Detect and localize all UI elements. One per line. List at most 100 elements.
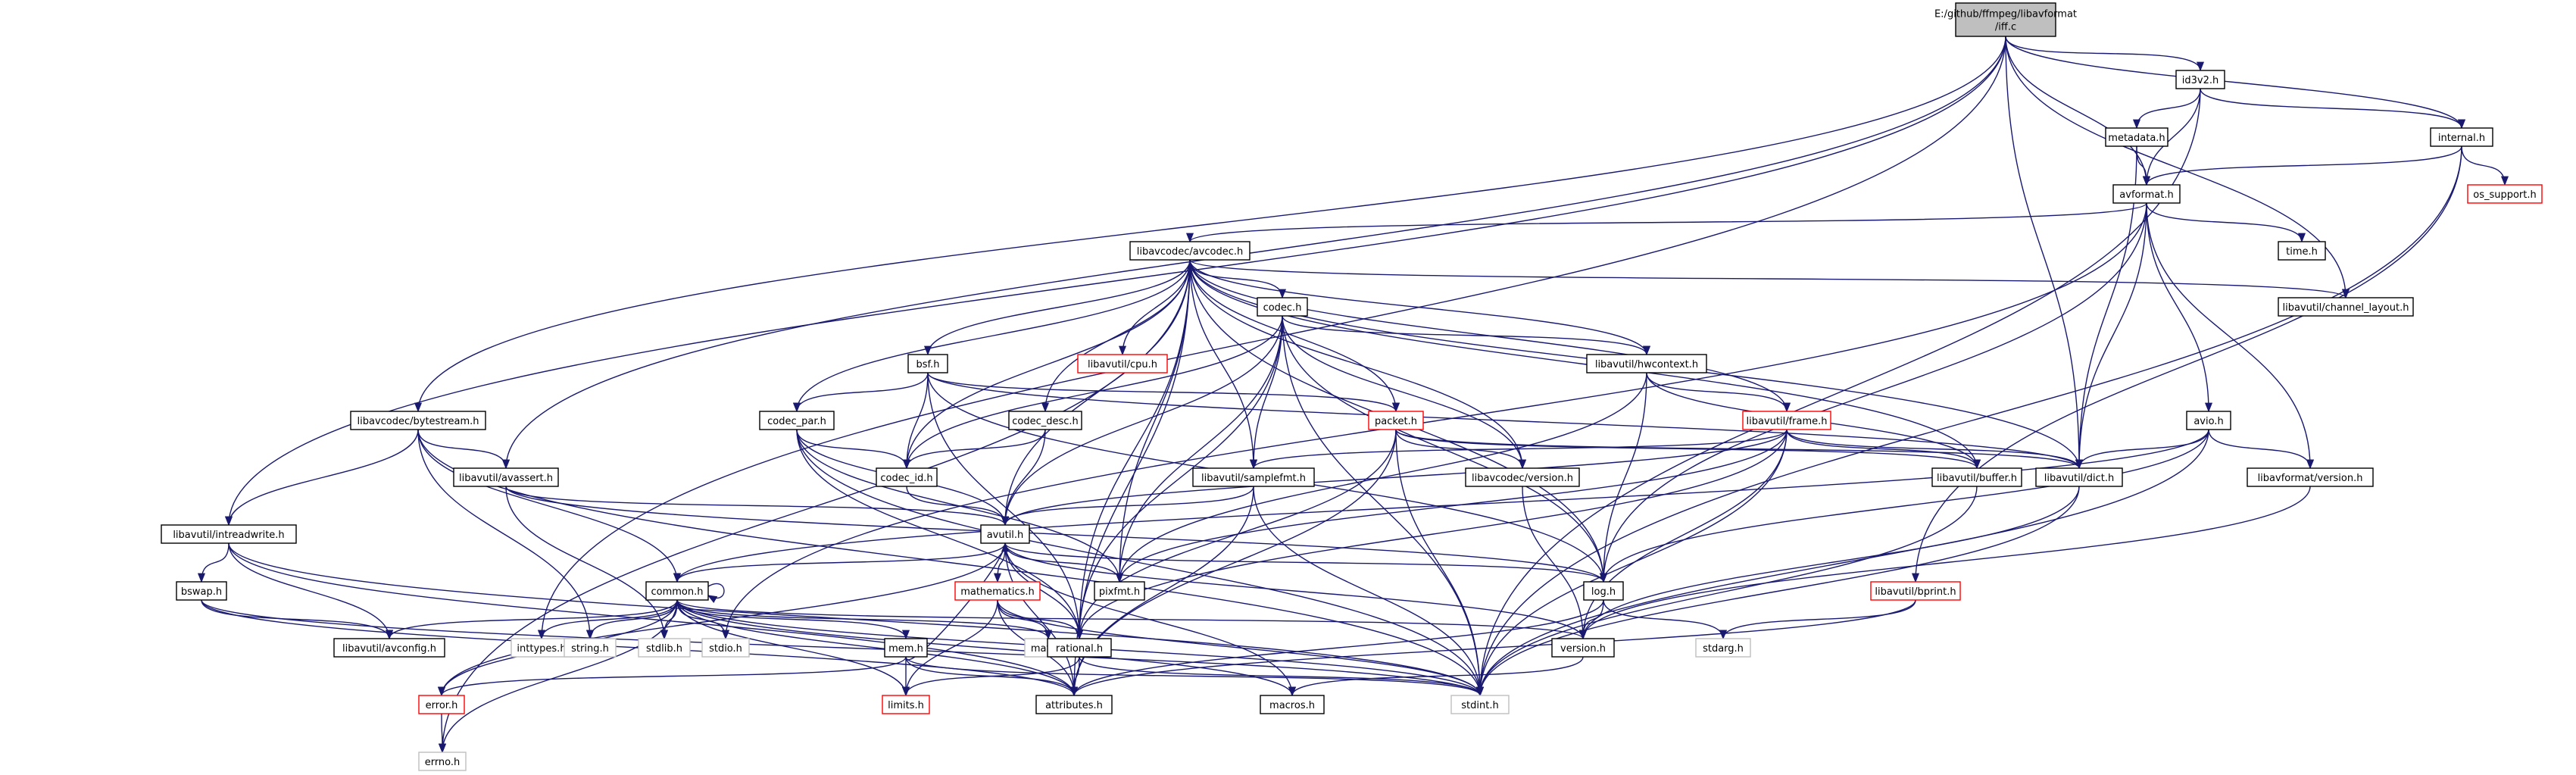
node-label-lavf_version: libavformat/version.h — [2258, 473, 2363, 484]
node-label-samplefmt: libavutil/samplefmt.h — [1201, 473, 1306, 484]
node-lavc_version[interactable]: libavcodec/version.h — [1465, 467, 1580, 487]
node-label-codec_desc: codec_desc.h — [1012, 416, 1079, 427]
node-avformat[interactable]: avformat.h — [2112, 184, 2181, 204]
edge-avcodec-to-rational — [1075, 259, 1191, 640]
edge-common-to-math — [676, 599, 1052, 640]
edge-frame-to-stdint — [1475, 429, 1788, 697]
node-rational[interactable]: rational.h — [1047, 638, 1112, 658]
node-box-lavc_version — [1465, 467, 1580, 487]
edge-intreadwrite-to-attributes — [228, 542, 1078, 697]
edge-samplefmt-to-avutil — [1001, 486, 1254, 527]
node-macros[interactable]: macros.h — [1260, 695, 1325, 714]
node-label-string: string.h — [571, 643, 609, 655]
node-label-avconfig: libavutil/avconfig.h — [342, 643, 436, 655]
edge-bytestream-to-avassert — [417, 429, 511, 470]
node-buffer[interactable]: libavutil/buffer.h — [1931, 467, 2022, 487]
node-box-limits — [882, 695, 930, 714]
node-box-bsf — [907, 354, 948, 373]
node-label-root-1: /iff.c — [1995, 22, 2016, 33]
node-avio[interactable]: avio.h — [2186, 411, 2231, 430]
edge-avcodec-to-codec — [1189, 259, 1287, 299]
node-box-stdlib — [638, 638, 691, 658]
node-attributes[interactable]: attributes.h — [1035, 695, 1113, 714]
node-error[interactable]: error.h — [418, 695, 465, 714]
node-mathematics[interactable]: mathematics.h — [954, 581, 1041, 601]
node-bytestream[interactable]: libavcodec/bytestream.h — [350, 411, 486, 430]
edge-bswap-to-stdint — [201, 599, 1484, 697]
node-bsf[interactable]: bsf.h — [907, 354, 948, 373]
edge-bsf-to-rational — [927, 372, 1084, 640]
node-dict[interactable]: libavutil/dict.h — [2035, 467, 2123, 487]
node-codec_desc[interactable]: codec_desc.h — [1008, 411, 1082, 430]
edge-id3v2-to-metadata — [2132, 88, 2201, 130]
node-box-time — [2278, 241, 2326, 261]
node-hwcontext[interactable]: libavutil/hwcontext.h — [1586, 354, 1707, 373]
node-label-frame: libavutil/frame.h — [1747, 416, 1828, 427]
edge-log-to-version — [1578, 599, 1604, 640]
node-codec_id[interactable]: codec_id.h — [876, 467, 938, 487]
edge-codec_id-to-avutil — [906, 486, 1010, 527]
node-bprint[interactable]: libavutil/bprint.h — [1870, 581, 1961, 601]
node-label-error: error.h — [426, 700, 458, 711]
node-root[interactable]: E:/github/ffmpeg/libavformat/iff.c — [1934, 2, 2077, 37]
node-box-bytestream — [350, 411, 486, 430]
node-cpu[interactable]: libavutil/cpu.h — [1077, 354, 1168, 373]
node-mem[interactable]: mem.h — [884, 638, 928, 658]
edge-mathematics-to-stdint — [997, 599, 1484, 697]
edge-avcodec-to-lavc_version — [1189, 259, 1527, 470]
node-samplefmt[interactable]: libavutil/samplefmt.h — [1192, 467, 1315, 487]
edge-internal-to-avformat — [2143, 145, 2462, 186]
edge-id3v2-to-avformat — [2142, 88, 2201, 186]
node-time[interactable]: time.h — [2278, 241, 2326, 261]
edge-intreadwrite-to-avconfig — [228, 542, 394, 640]
node-label-intreadwrite: libavutil/intreadwrite.h — [173, 530, 284, 541]
node-label-packet: packet.h — [1375, 416, 1417, 427]
edge-lavc_version-to-version — [1522, 486, 1588, 640]
node-label-stdint: stdint.h — [1461, 700, 1498, 711]
node-avconfig[interactable]: libavutil/avconfig.h — [333, 638, 445, 658]
node-packet[interactable]: packet.h — [1368, 411, 1424, 430]
edge-avformat-to-lavf_version — [2146, 202, 2315, 470]
edge-bprint-to-stdarg — [1719, 599, 1916, 640]
edge-codec_par-to-rational — [796, 429, 1084, 640]
edge-avformat-to-avio — [2146, 202, 2213, 413]
node-pixfmt[interactable]: pixfmt.h — [1094, 581, 1145, 601]
node-bswap[interactable]: bswap.h — [176, 581, 227, 601]
edge-avcodec-to-codec_id — [902, 259, 1191, 470]
edge-codec-to-rational — [1075, 315, 1283, 640]
edge-avutil-to-pixfmt — [1004, 542, 1123, 583]
node-avassert[interactable]: libavutil/avassert.h — [453, 467, 559, 487]
edge-avcodec-to-hwcontext — [1189, 259, 1650, 356]
node-box-stdio — [701, 638, 750, 658]
node-intreadwrite[interactable]: libavutil/intreadwrite.h — [161, 524, 297, 544]
node-label-log: log.h — [1591, 586, 1616, 598]
node-string: string.h — [564, 638, 617, 658]
edge-bswap-to-avconfig — [201, 599, 393, 640]
node-label-stdlib: stdlib.h — [646, 643, 682, 655]
node-id3v2[interactable]: id3v2.h — [2175, 70, 2225, 89]
node-frame[interactable]: libavutil/frame.h — [1742, 411, 1831, 430]
node-common[interactable]: common.h — [645, 581, 709, 601]
node-log[interactable]: log.h — [1583, 581, 1624, 601]
node-lavf_version[interactable]: libavformat/version.h — [2247, 467, 2374, 487]
node-avcodec[interactable]: libavcodec/avcodec.h — [1129, 241, 1251, 261]
node-box-mathematics — [954, 581, 1041, 601]
node-codec[interactable]: codec.h — [1257, 297, 1308, 317]
node-metadata[interactable]: metadata.h — [2105, 127, 2169, 147]
node-label-attributes: attributes.h — [1045, 700, 1103, 711]
node-channel_layout[interactable]: libavutil/channel_layout.h — [2278, 297, 2414, 317]
node-limits[interactable]: limits.h — [882, 695, 930, 714]
node-os_support[interactable]: os_support.h — [2467, 184, 2543, 204]
node-stdlib: stdlib.h — [638, 638, 691, 658]
edge-frame-to-samplefmt — [1250, 429, 1788, 470]
node-internal[interactable]: internal.h — [2430, 127, 2493, 147]
edge-internal-to-os_support — [2461, 145, 2509, 186]
edge-avio-to-dict — [2075, 429, 2209, 470]
edge-root-to-bytestream — [414, 36, 2006, 413]
edge-root-to-intreadwrite — [225, 36, 2006, 527]
node-avutil[interactable]: avutil.h — [980, 524, 1030, 544]
node-label-lavc_version: libavcodec/version.h — [1472, 473, 1573, 484]
node-codec_par[interactable]: codec_par.h — [759, 411, 835, 430]
edge-common-to-common — [707, 583, 725, 603]
node-version[interactable]: version.h — [1551, 638, 1615, 658]
